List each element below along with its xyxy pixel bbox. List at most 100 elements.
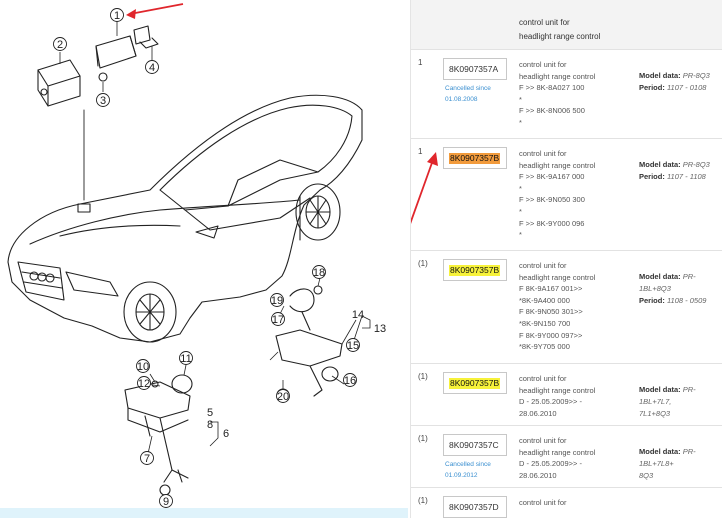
parts-diagram: 1 2 3 4 5 6 7 8 9 10 11 12 13 14 15 16 1… (0, 3, 408, 518)
model-label: Model data: (639, 160, 681, 169)
desc-line: * (519, 206, 522, 216)
part-description: control unit for headlight range control… (519, 435, 624, 481)
callout-label-8: 8 (207, 419, 213, 431)
callout-label-12: 12 (138, 378, 150, 390)
desc-line: D - 25.05.2009>> - (519, 459, 582, 469)
model-label: Model data: (639, 385, 681, 394)
desc-line: F 8K-9A167 001>> (519, 284, 583, 294)
callout-10 (136, 359, 150, 373)
table-row[interactable]: (1) 8K0907357D control unit for (411, 488, 722, 518)
model-label: Model data: (639, 71, 681, 80)
model-value: PR-1BL+8Q3 (639, 272, 696, 293)
model-data: Model data: PR-8Q3 Period: 1107 - 0108 (639, 70, 721, 94)
front-level-sensor (124, 381, 191, 419)
quantity: 1 (418, 58, 423, 67)
callout-18 (312, 265, 326, 279)
car-grille (17, 261, 65, 301)
callout-2 (53, 37, 67, 51)
desc-line: *8K-9A400 000 (519, 295, 570, 305)
model-data: Model data: PR-1BL+8Q3 Period: 1108 - 05… (639, 271, 721, 307)
callout-label-13: 13 (374, 323, 386, 335)
rear-wheel (295, 183, 341, 241)
part-number-field[interactable]: 8K0907357D (443, 496, 507, 518)
cancelled-line: Cancelled since (445, 461, 491, 468)
part-description: control unit for headlight range control… (519, 59, 624, 129)
table-row[interactable]: (1) 8K0907357C Cancelled since 01.09.201… (411, 426, 722, 488)
part-description: control unit for (519, 497, 624, 509)
desc-line: F >> 8K-9N050 300 (519, 195, 585, 205)
desc-line: *8K-9N150 700 (519, 318, 571, 328)
callout-label-3: 3 (100, 95, 106, 107)
header-desc-line: control unit for (519, 18, 570, 27)
callout-label-19: 19 (271, 295, 283, 307)
callout-label-1: 1 (114, 10, 120, 22)
model-value: PR-8Q3 (682, 71, 710, 80)
table-header-row: control unit for headlight range control (411, 0, 722, 50)
period-value: 1107 - 1108 (666, 172, 706, 181)
model-value-cont: 7L1+8Q3 (639, 409, 671, 418)
model-data: Model data: PR-1BL+7L8+ 8Q3 (639, 446, 721, 482)
desc-line: D - 25.05.2009>> - (519, 397, 582, 407)
cancelled-line: 01.09.2012 (445, 472, 478, 479)
period-value: 1107 - 0108 (666, 83, 707, 92)
desc-line: control unit for (519, 436, 567, 445)
part-number: 8K0907357B (449, 265, 501, 276)
desc-line: F >> 8K-9Y000 096 (519, 218, 585, 228)
model-value: PR-1BL+7L8+ (639, 447, 696, 468)
quantity: (1) (418, 259, 428, 268)
callout-17 (271, 312, 285, 326)
desc-line: 28.06.2010 (519, 470, 557, 480)
callout-label-6: 6 (223, 428, 229, 440)
callout-label-14: 14 (352, 309, 364, 321)
model-value: PR-8Q3 (682, 160, 710, 169)
period-label: Period: (639, 83, 665, 92)
desc-line: F >> 8K-9A167 000 (519, 172, 585, 182)
callout-label-2: 2 (57, 39, 63, 51)
callout-label-18: 18 (313, 267, 325, 279)
desc-line: control unit for (519, 261, 567, 270)
cancelled-notice: Cancelled since 01.09.2012 (445, 459, 505, 481)
rear-level-sensor (275, 329, 343, 367)
period-label: Period: (639, 172, 665, 181)
callout-20 (276, 389, 290, 403)
desc-line: control unit for (519, 149, 567, 158)
callout-label-5: 5 (207, 407, 213, 419)
diagram-bottom-strip (0, 508, 408, 518)
part-number-field[interactable]: 8K0907357A (443, 58, 507, 80)
model-value: PR-1BL+7L7, (639, 385, 696, 406)
desc-line: headlight range control (519, 71, 596, 81)
callout-label-20: 20 (277, 391, 289, 403)
model-label: Model data: (639, 447, 681, 456)
period-label: Period: (639, 296, 665, 305)
car-body (7, 94, 363, 343)
table-row[interactable]: 1 8K0907357B control unit for headlight … (411, 139, 722, 251)
part-number: 8K0907357B (449, 153, 501, 164)
desc-line: headlight range control (519, 272, 596, 282)
callout-label-9: 9 (163, 496, 169, 508)
table-row[interactable]: 1 8K0907357A Cancelled since 01.08.2008 … (411, 50, 722, 139)
callout-label-4: 4 (149, 62, 155, 74)
part-number-field[interactable]: 8K0907357B (443, 372, 507, 394)
part-number-field[interactable]: 8K0907357B (443, 259, 507, 281)
desc-line: control unit for (519, 374, 567, 383)
desc-line: F >> 8K-8A027 100 (519, 83, 585, 93)
part-number-field[interactable]: 8K0907357B (443, 147, 507, 169)
part-number-field[interactable]: 8K0907357C (443, 434, 507, 456)
part-number: 8K0907357D (449, 502, 499, 512)
parts-table: control unit for headlight range control… (410, 0, 722, 518)
callout-12 (137, 376, 151, 390)
desc-line: * (519, 117, 522, 127)
car-headlight (65, 271, 119, 297)
part-number: 8K0907357C (449, 440, 499, 450)
model-data: Model data: PR-1BL+7L7, 7L1+8Q3 (639, 384, 721, 420)
desc-line: *8K-9Y705 000 (519, 342, 570, 352)
part-description: control unit for headlight range control… (519, 373, 624, 419)
callout-3 (96, 93, 110, 107)
car-exploded-view: 1 2 3 4 5 6 7 8 9 10 11 12 13 14 15 16 1… (7, 3, 386, 508)
desc-line: F 8K-9Y000 097>> (519, 330, 583, 340)
part-description: control unit for headlight range control… (519, 148, 624, 241)
period-value: 1108 - 0509 (666, 296, 707, 305)
table-row[interactable]: (1) 8K0907357B control unit for headligh… (411, 364, 722, 426)
callout-11 (179, 351, 193, 365)
table-row[interactable]: (1) 8K0907357B control unit for headligh… (411, 251, 722, 364)
